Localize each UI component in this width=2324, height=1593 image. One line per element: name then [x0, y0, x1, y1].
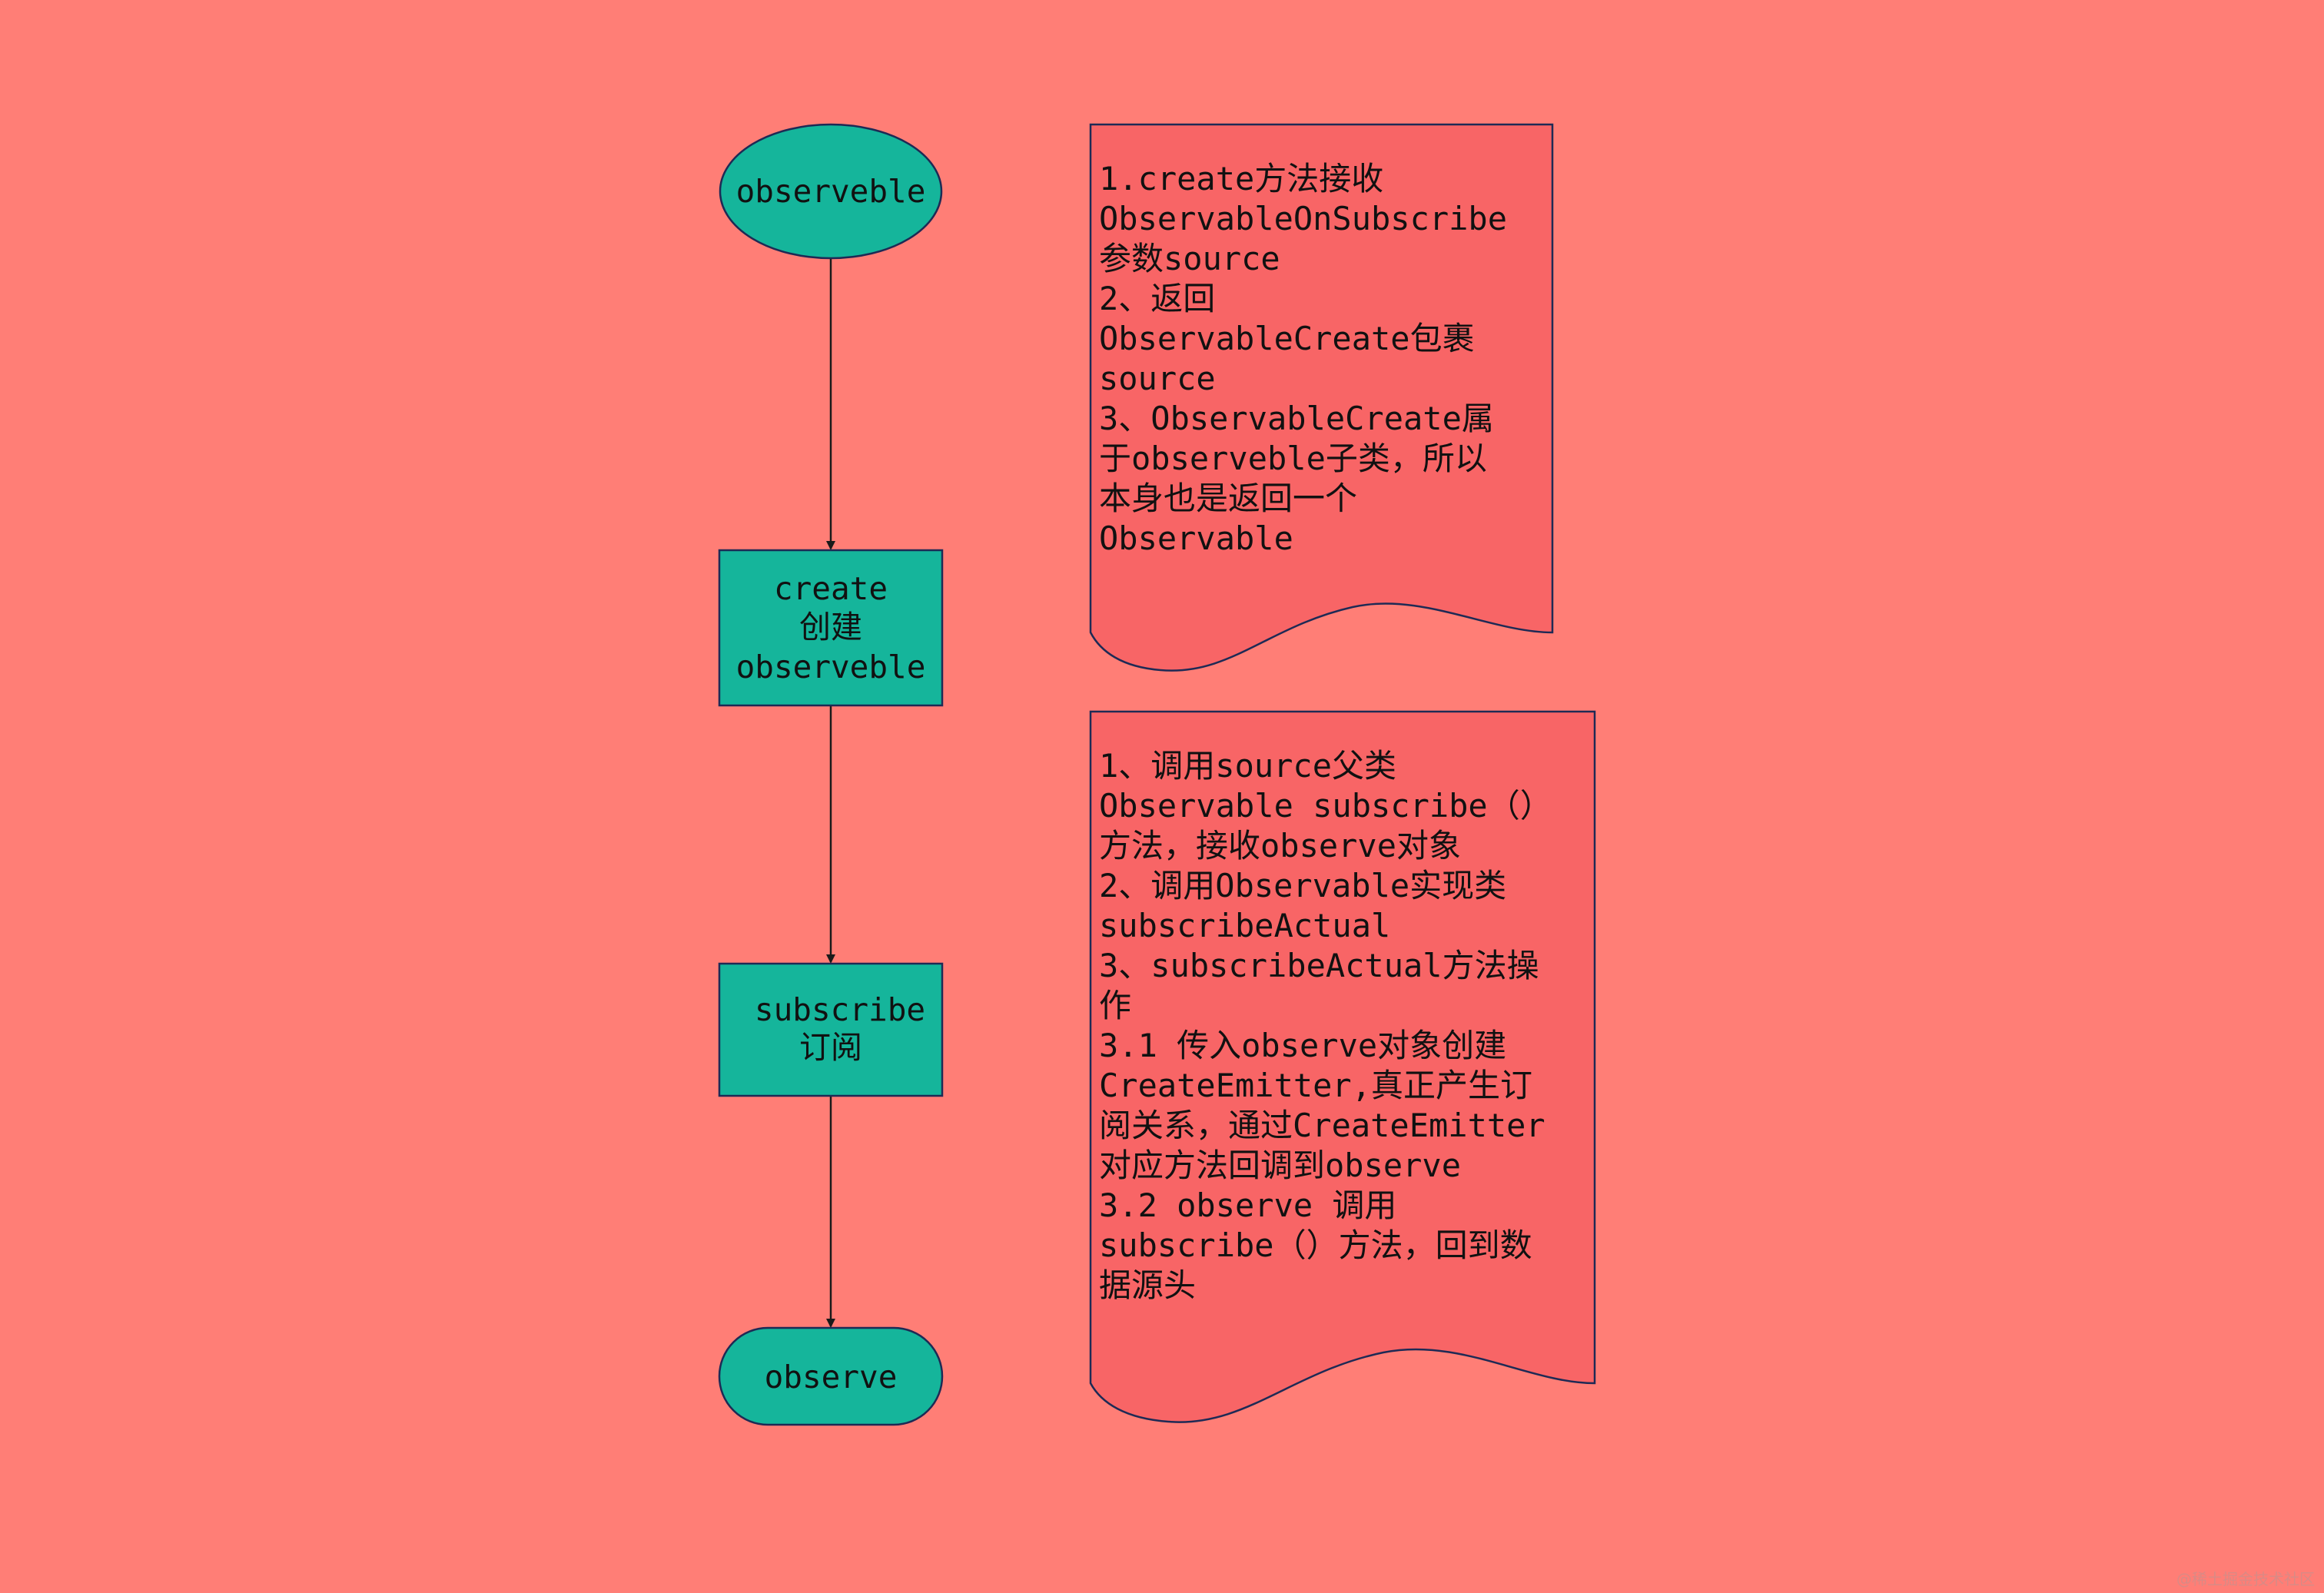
- create-node-line-3: observeble: [736, 649, 926, 685]
- subscribe-note-line-1: 1、调用source父类: [1099, 747, 1396, 785]
- subscribe-note-line-8: 3.1 传入observe对象创建: [1099, 1027, 1506, 1064]
- create-node: create 创建 observeble: [718, 549, 944, 707]
- create-note-line-10: Observable: [1099, 519, 1293, 557]
- create-note-line-3: 参数source: [1099, 240, 1280, 277]
- create-note-line-7: 3、ObservableCreate属: [1099, 400, 1494, 437]
- start-node: observeble: [719, 123, 943, 260]
- create-note-line-2: ObservableOnSubscribe: [1099, 200, 1507, 237]
- create-note-line-8: 于observeble子类，所以: [1099, 440, 1487, 477]
- subscribe-note-line-6: 3、subscribeActual方法操: [1099, 947, 1539, 984]
- subscribe-note-line-5: subscribeActual: [1099, 907, 1390, 944]
- start-node-label: observeble: [736, 173, 926, 210]
- subscribe-note-line-11: 对应方法回调到observe: [1099, 1147, 1461, 1184]
- end-node-label: observe: [765, 1359, 898, 1396]
- subscribe-note-line-2: Observable subscribe（）: [1099, 787, 1552, 825]
- subscribe-note-line-9: CreateEmitter,真正产生订: [1099, 1067, 1532, 1104]
- subscribe-note-line-7: 作: [1099, 987, 1131, 1024]
- create-note-line-9: 本身也是返回一个: [1099, 480, 1357, 517]
- subscribe-node-line-2: 订阅: [799, 1029, 862, 1066]
- subscribe-note-line-14: 据源头: [1099, 1266, 1196, 1304]
- subscribe-note-line-12: 3.2 observe 调用: [1099, 1186, 1396, 1224]
- end-node: observe: [718, 1326, 944, 1426]
- create-note-line-6: source: [1099, 360, 1216, 397]
- create-note-line-4: 2、返回: [1099, 280, 1215, 317]
- subscribe-note-line-3: 方法，接收observe对象: [1099, 827, 1461, 865]
- create-note-line-5: ObservableCreate包裹: [1099, 320, 1475, 357]
- create-note: 1.create方法接收ObservableOnSubscribe参数sourc…: [1089, 123, 1554, 672]
- create-note-line-1: 1.create方法接收: [1099, 160, 1383, 197]
- subscribe-node: subscribe 订阅: [718, 962, 944, 1097]
- create-node-line-2: 创建: [799, 609, 862, 645]
- watermark: @稀土掘金技术社区: [2176, 1570, 2315, 1588]
- subscribe-note-line-10: 阅关系，通过CreateEmitter: [1099, 1107, 1545, 1144]
- subscribe-note-line-4: 2、调用Observable实现类: [1099, 867, 1506, 904]
- subscribe-note-line-13: subscribe（）方法，回到数: [1099, 1226, 1532, 1264]
- create-node-line-1: create: [774, 570, 888, 607]
- subscribe-node-line-1: subscribe: [755, 991, 925, 1028]
